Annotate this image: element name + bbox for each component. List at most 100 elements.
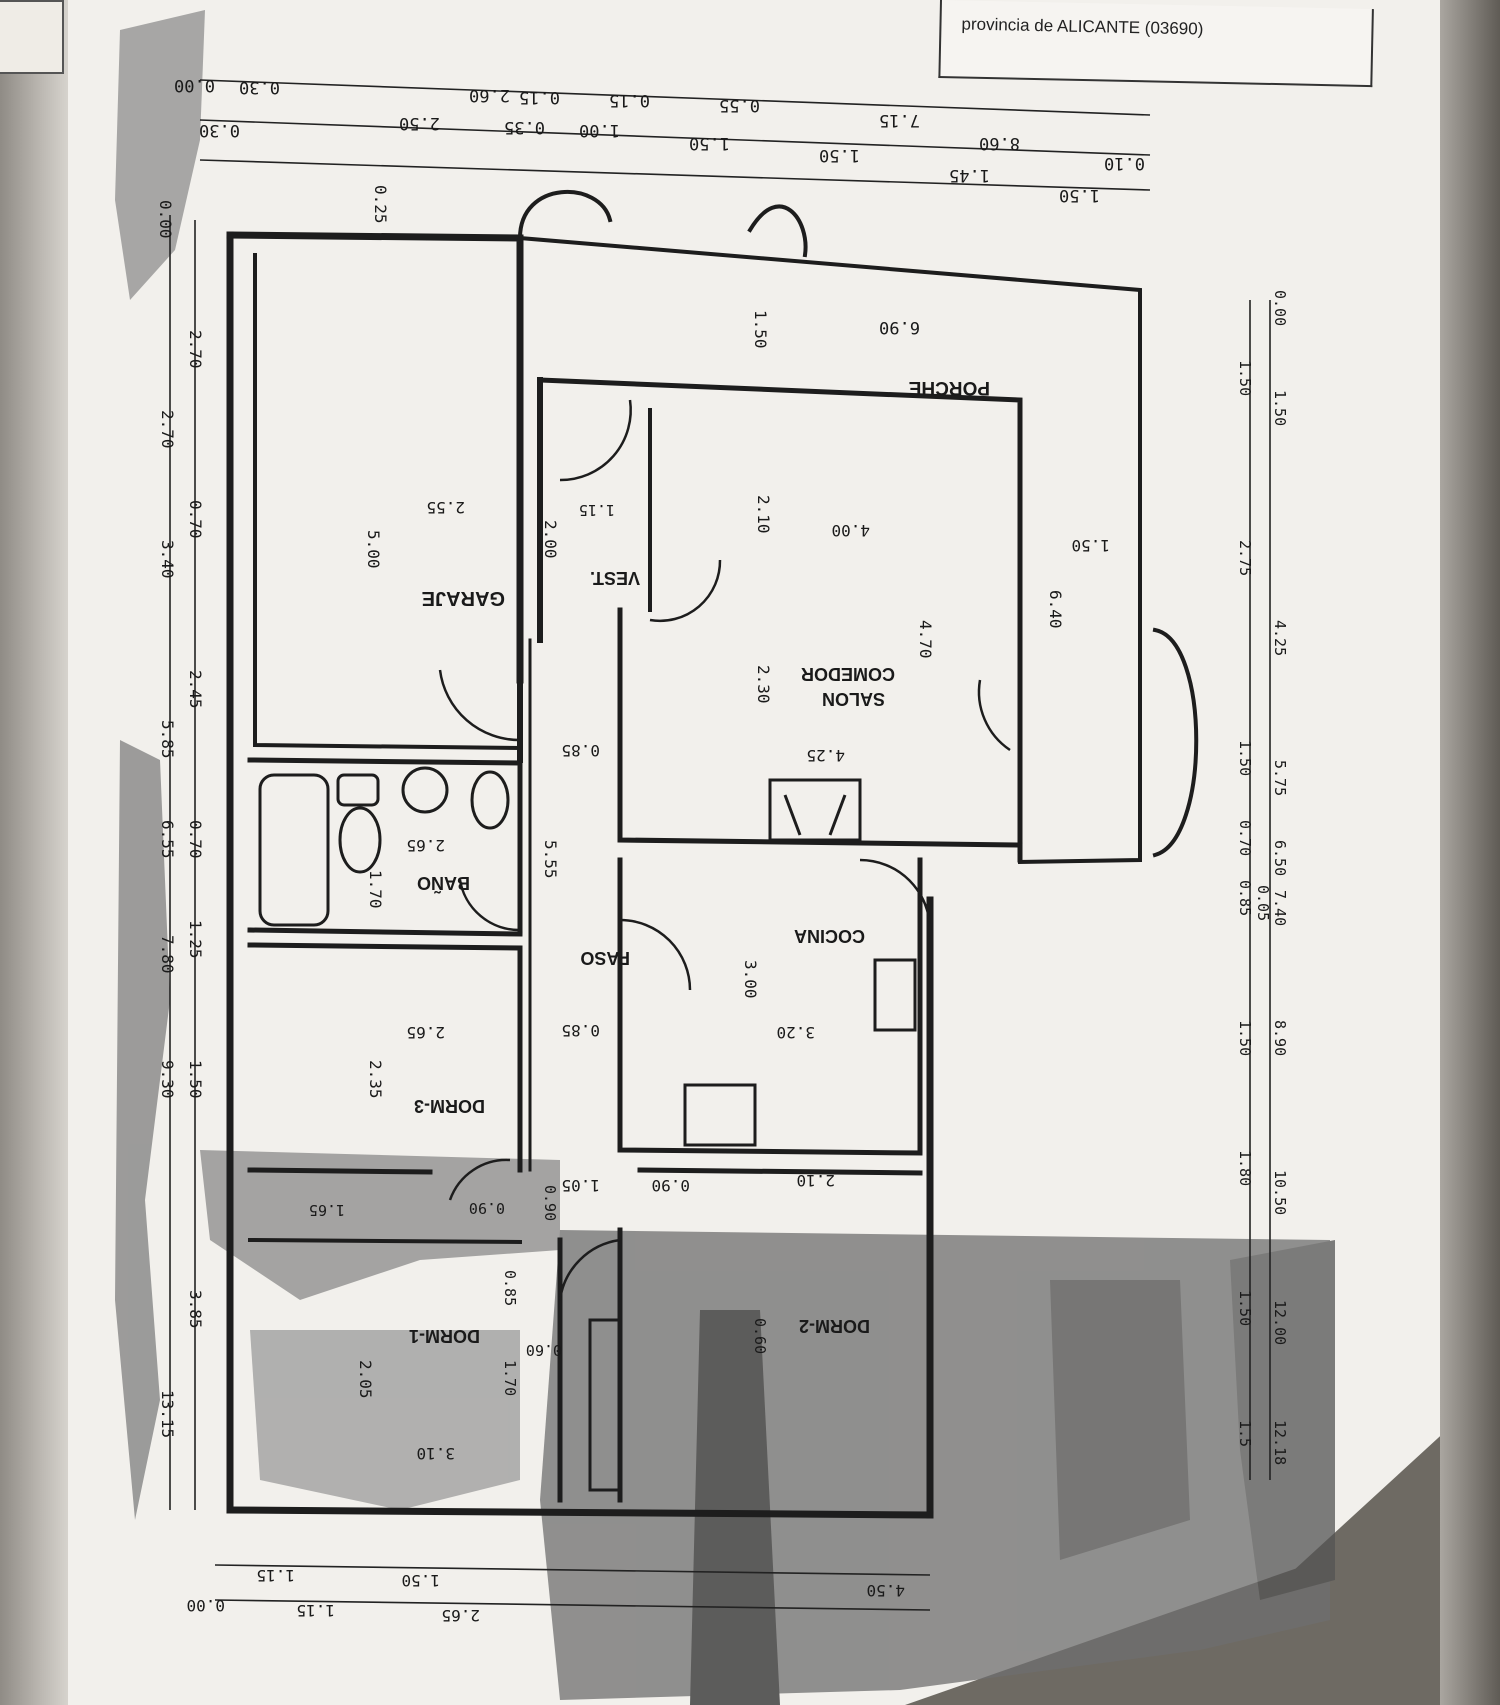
- dim-int-3: 1.50: [751, 310, 770, 349]
- dim-bottom-6: 4.50: [866, 1581, 905, 1600]
- dim-int-18: 5.55: [541, 840, 560, 879]
- dim-right-13: 1.50: [1236, 1020, 1254, 1056]
- dim-left-10: 1.25: [186, 920, 205, 959]
- dim-right-1: 0.00: [1271, 290, 1289, 326]
- dim-top2-1: 0.30: [199, 120, 240, 140]
- room-paso: PASO: [580, 948, 630, 968]
- room-dorm3: DORM-3: [414, 1096, 485, 1116]
- dim-bottom-4: 2.65: [441, 1606, 480, 1625]
- dim-right-10: 0.85: [1236, 880, 1254, 916]
- copy-smudges: [115, 10, 1335, 1705]
- dim-bottom-1: 0.00: [186, 1596, 225, 1615]
- dim-int-6: 2.00: [541, 520, 560, 559]
- dim-left-12: 1.50: [186, 1060, 205, 1099]
- sink-icon: [401, 766, 449, 814]
- dim-left-11: 7.80: [158, 935, 177, 974]
- dim-int-25: 0.90: [651, 1176, 690, 1195]
- right-dimensions: 0.00 1.50 1.50 2.75 4.25 1.50 5.75 0.70 …: [1236, 290, 1289, 1465]
- dim-right-15: 1.80: [1236, 1150, 1254, 1186]
- room-garaje: GARAJE: [422, 587, 505, 609]
- fireplace-detail: [783, 794, 847, 836]
- dim-top-5: 0.15: [609, 90, 650, 110]
- dim-right-18: 12.00: [1271, 1300, 1289, 1345]
- dim-int-21: 3.20: [776, 1023, 815, 1042]
- dim-int-29: 0.90: [469, 1199, 505, 1217]
- dim-int-2: 6.90: [879, 317, 920, 337]
- dim-bottom-5: 1.50: [401, 1571, 440, 1590]
- dim-right-3: 1.50: [1271, 390, 1289, 426]
- dim-int-34: 3.10: [416, 1444, 455, 1463]
- dim-bottom-3: 1.15: [296, 1601, 335, 1620]
- dimension-lines: [169, 79, 1271, 1611]
- bidet-icon: [470, 770, 510, 830]
- dim-top2-7: 1.45: [949, 165, 990, 185]
- fireplace: [768, 778, 862, 842]
- bottom-dimensions: 0.00 1.15 1.15 2.65 1.50 4.50: [186, 1566, 905, 1625]
- dim-int-4: 2.55: [426, 498, 465, 517]
- dim-int-16: 2.65: [406, 836, 445, 855]
- dim-top-2: 0.30: [239, 77, 280, 97]
- dim-top2-3: 0.35: [504, 117, 545, 137]
- dim-left-15: 13.15: [158, 1390, 177, 1438]
- dim-int-33: 2.05: [356, 1360, 375, 1399]
- dim-int-10: 1.50: [1071, 536, 1110, 555]
- dim-int-22: 2.65: [406, 1023, 445, 1042]
- top-dimensions: 0.00 0.30 2.60 0.15 0.15 0.55 7.15 8.60 …: [174, 75, 1145, 205]
- dim-top-4: 0.15: [519, 87, 560, 107]
- dim-left-5: 3.40: [158, 540, 177, 579]
- dim-int-26: 2.10: [796, 1171, 835, 1190]
- dim-int-15: 4.25: [806, 746, 845, 765]
- dim-left-13: 9.30: [158, 1060, 177, 1099]
- dim-int-8: 2.10: [754, 495, 773, 534]
- binder-edge: [0, 0, 70, 1705]
- room-bano: BAÑO: [417, 873, 470, 894]
- dim-top2-6: 1.50: [819, 145, 860, 165]
- dim-int-14: 0.85: [561, 741, 600, 760]
- dim-top2-8: 1.50: [1059, 185, 1100, 205]
- dim-top-1: 0.00: [174, 75, 215, 95]
- dim-right-5: 4.25: [1271, 620, 1289, 656]
- bathtub: [258, 773, 330, 927]
- dim-left-9: 6.55: [158, 820, 177, 859]
- dim-top-6: 0.55: [719, 95, 760, 115]
- interior-dimensions: 0.25 6.90 1.50 2.55 1.15 2.00 5.00 2.10 …: [309, 185, 1110, 1463]
- toilet-bowl: [338, 806, 382, 874]
- dim-top-3: 2.60: [469, 85, 510, 105]
- dim-int-28: 1.65: [309, 1201, 345, 1219]
- dim-right-7: 5.75: [1271, 760, 1289, 796]
- dim-left-14: 3.85: [186, 1290, 205, 1329]
- dim-right-8: 0.70: [1236, 820, 1254, 856]
- dim-bottom-2: 1.15: [256, 1566, 295, 1585]
- dim-left-7: 5.85: [158, 720, 177, 759]
- dim-int-23: 2.35: [366, 1060, 385, 1099]
- dim-top2-5: 1.50: [689, 133, 730, 153]
- dim-right-12: 0.05: [1254, 885, 1272, 921]
- dim-int-35: 0.60: [751, 1318, 769, 1354]
- room-dorm2: DORM-2: [799, 1316, 870, 1336]
- dim-right-4: 2.75: [1236, 540, 1254, 576]
- left-dimensions: 0.00 2.70 2.70 0.70 3.40 2.45 5.85 0.70 …: [156, 200, 205, 1438]
- dim-left-2: 2.70: [186, 330, 205, 369]
- dim-top-8: 8.60: [979, 133, 1020, 153]
- binder-tab: [0, 0, 64, 74]
- dim-top2-4: 1.00: [579, 120, 620, 140]
- dim-int-5: 1.15: [579, 501, 615, 519]
- door-swings: [438, 399, 1011, 1301]
- dim-int-12: 4.70: [916, 620, 935, 659]
- dim-right-19: 1.5: [1236, 1420, 1254, 1447]
- dim-right-6: 1.50: [1236, 740, 1254, 776]
- dim-int-24: 1.05: [561, 1176, 600, 1195]
- dim-right-11: 7.40: [1271, 890, 1289, 926]
- dim-int-13: 2.30: [754, 665, 773, 704]
- dim-right-17: 1.50: [1236, 1290, 1254, 1326]
- dim-int-17: 1.70: [366, 870, 385, 909]
- dim-right-2: 1.50: [1236, 360, 1254, 396]
- dim-int-20: 0.85: [561, 1021, 600, 1040]
- dim-right-9: 6.50: [1271, 840, 1289, 876]
- toilet-tank: [336, 773, 380, 807]
- dim-int-1: 0.25: [371, 185, 390, 224]
- dim-left-3: 2.70: [158, 410, 177, 449]
- dim-int-30: 0.90: [541, 1185, 559, 1221]
